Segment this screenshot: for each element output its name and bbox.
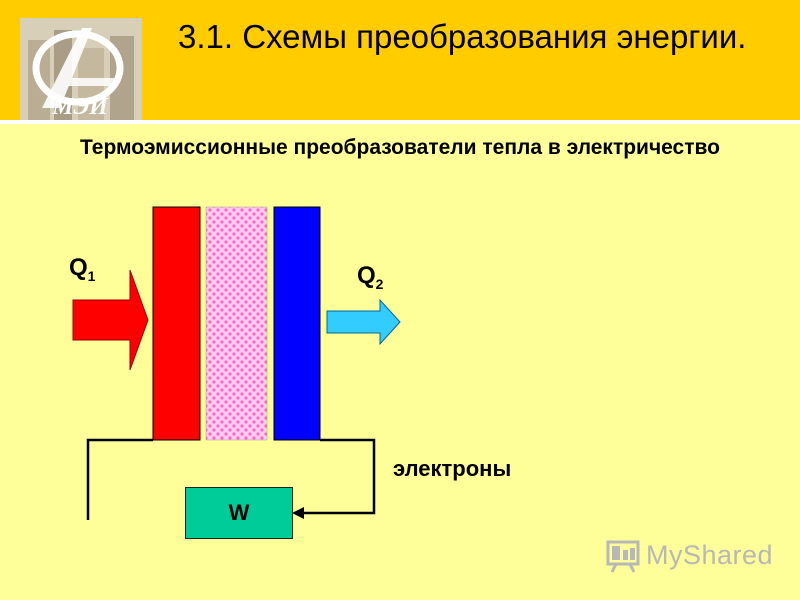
circuit-wire-right	[298, 438, 376, 515]
watermark-presentation-board-icon	[606, 540, 640, 573]
circuit-wire-left	[86, 438, 153, 520]
current-arrowhead	[292, 507, 304, 519]
diagram-subtitle: Термоэмиссионные преобразователи тепла в…	[80, 136, 720, 159]
collector-plate	[273, 206, 321, 441]
q1-label: Q1	[69, 254, 96, 284]
load-label: W	[228, 500, 250, 525]
load-box: W	[185, 487, 293, 539]
q2-label: Q2	[357, 262, 384, 292]
header-divider	[0, 120, 800, 124]
slide-title: 3.1. Схемы преобразования энергии.	[178, 18, 747, 55]
heat-output-arrow	[326, 298, 401, 346]
interelectrode-gap	[205, 206, 268, 441]
electrons-label: электроны	[393, 456, 512, 481]
mei-logo: МЭИ	[20, 18, 142, 120]
watermark-text: MyShared	[646, 540, 774, 570]
heat-input-arrow	[72, 269, 149, 371]
logo-text: МЭИ	[51, 94, 109, 120]
emitter-plate	[152, 206, 201, 441]
